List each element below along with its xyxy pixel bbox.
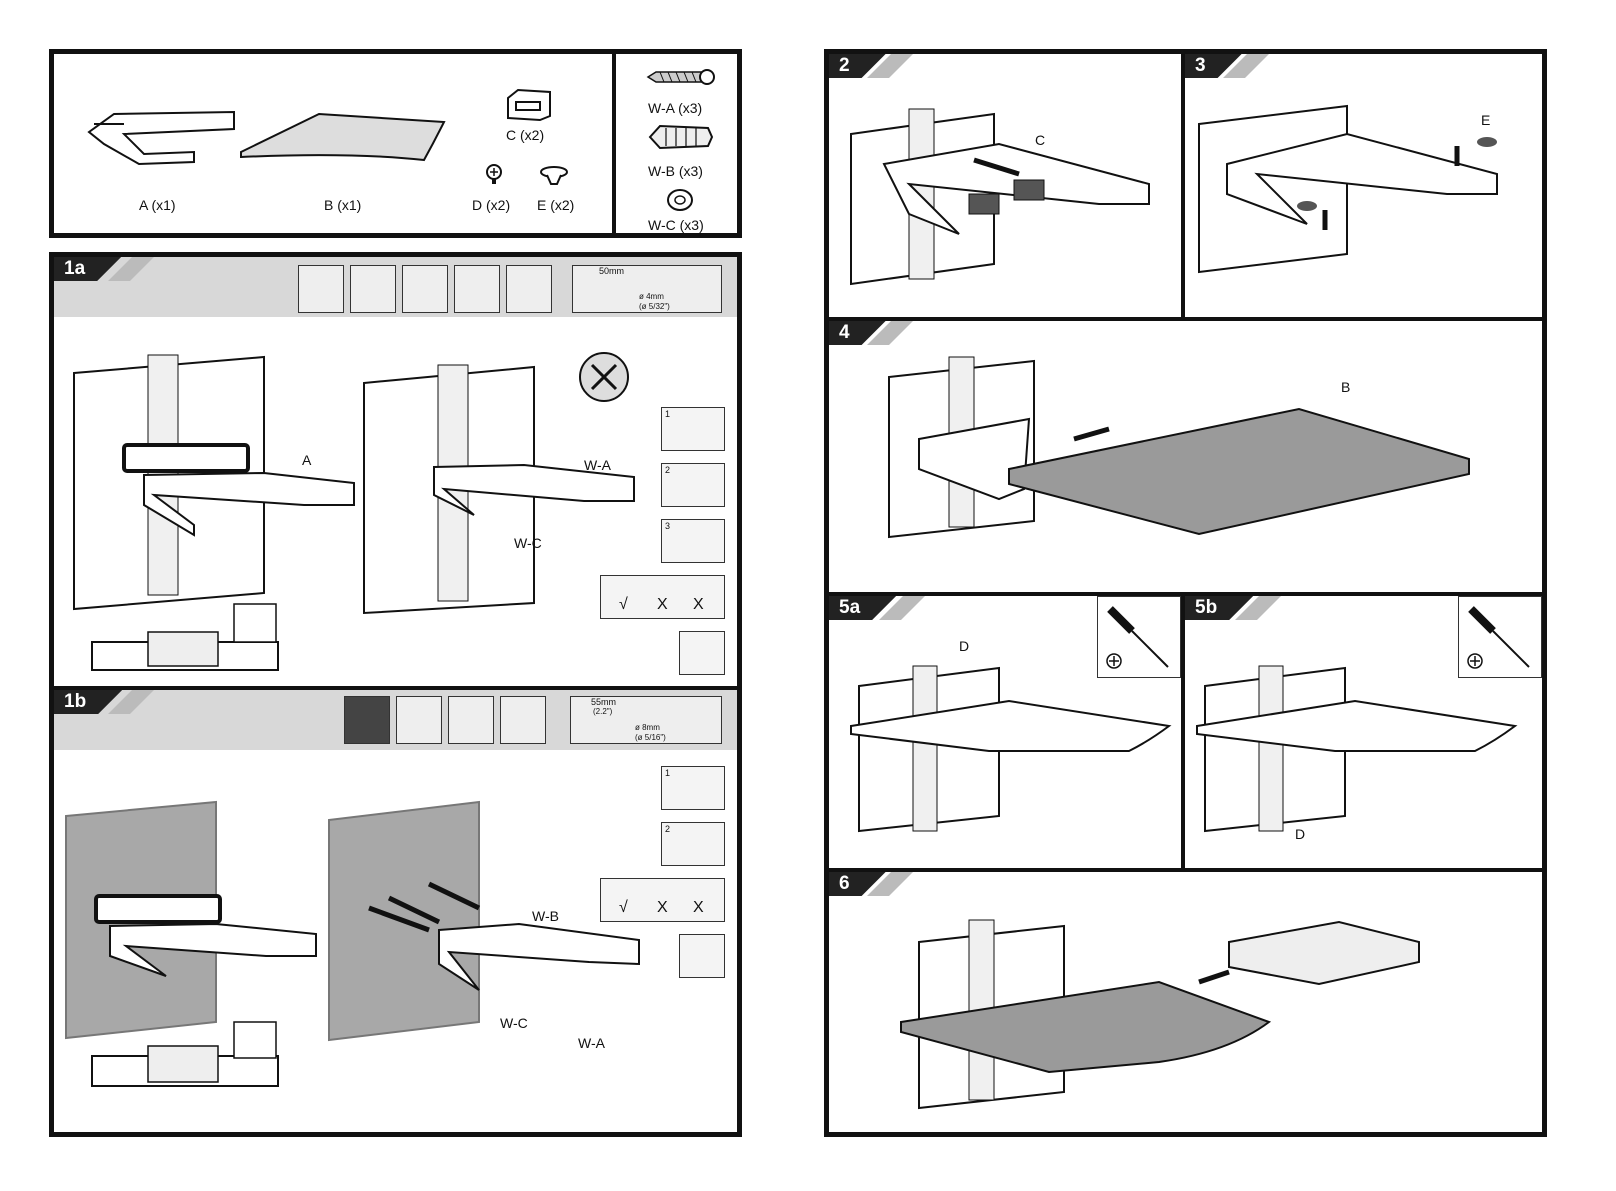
drill-depth-label: 50mm xyxy=(599,266,624,276)
level-bad-1: X xyxy=(657,899,668,917)
substep-num: 1 xyxy=(665,409,670,419)
drill-bit-diagram: 50mm ø 4mm (ø 5/32") xyxy=(572,265,722,313)
step-2-drawing xyxy=(849,94,1169,314)
label-wa: W-A xyxy=(584,457,611,473)
step-3-drawing xyxy=(1197,94,1527,314)
part-wa-label: W-A (x3) xyxy=(648,100,702,116)
pencil-tool xyxy=(448,696,494,744)
part-e-label: E (x2) xyxy=(537,197,574,213)
label-d: D xyxy=(959,638,969,654)
substep-1a-1: 1 xyxy=(661,407,725,451)
bracket-icon xyxy=(84,104,234,164)
clip-icon xyxy=(504,88,554,122)
drill-dia-label: ø 4mm xyxy=(639,292,664,301)
step-1b: 1b 55mm (2.2") ø 8mm (ø 5/16") W-B W-C W… xyxy=(54,690,737,1132)
right-steps-frame: 2 C 3 E 4 xyxy=(824,49,1547,1137)
step-5a: 5a D xyxy=(829,596,1181,868)
step-5a-drawing xyxy=(849,656,1179,856)
label-d: D xyxy=(1295,826,1305,842)
label-a: A xyxy=(302,452,311,468)
drill-tool xyxy=(506,265,552,313)
step-4-drawing xyxy=(879,349,1499,579)
level-bad-2: X xyxy=(693,596,704,614)
substep-num: 1 xyxy=(665,768,670,778)
anchor-icon xyxy=(646,124,716,150)
part-a-label: A (x1) xyxy=(139,197,176,213)
level-check-box: √ X X xyxy=(600,878,725,922)
shelf-icon xyxy=(239,112,449,162)
wall-stud-drawing xyxy=(74,355,364,615)
part-wc-label: W-C (x3) xyxy=(648,217,704,233)
label-b: B xyxy=(1341,379,1350,395)
drill-depth-in-label: (2.2") xyxy=(593,707,612,716)
step-3: 3 E xyxy=(1185,54,1542,317)
washer-icon xyxy=(666,188,694,212)
part-c-label: C (x2) xyxy=(506,127,544,143)
drill-depth-label: 55mm xyxy=(591,697,616,707)
stud-finder-tool xyxy=(298,265,344,313)
level-tool xyxy=(402,265,448,313)
label-e: E xyxy=(1481,112,1490,128)
label-wc: W-C xyxy=(514,535,542,551)
substep-1b-2: 2 xyxy=(661,822,725,866)
step-6: 6 xyxy=(829,872,1542,1132)
level-ok: √ xyxy=(619,596,628,614)
part-d-label: D (x2) xyxy=(472,197,510,213)
substep-1a-3: 3 xyxy=(661,519,725,563)
step-6-drawing xyxy=(899,912,1429,1122)
level-check-box: √ X X xyxy=(600,575,725,619)
label-wb: W-B xyxy=(532,908,559,924)
part-wb-label: W-B (x3) xyxy=(648,163,703,179)
stud-sensor-tool xyxy=(350,265,396,313)
concrete-wall-anchors-drawing xyxy=(329,800,669,1050)
substep-num: 3 xyxy=(665,521,670,531)
concrete-wall-drawing xyxy=(66,800,336,1050)
label-wa: W-A xyxy=(578,1035,605,1051)
step-1a: 1a 50mm ø 4mm (ø 5/32") A W-A W-C 1 xyxy=(54,257,737,686)
bracket-front-view xyxy=(88,1020,283,1095)
drill-check-box xyxy=(679,631,725,675)
part-b-label: B (x1) xyxy=(324,197,361,213)
level-tool xyxy=(396,696,442,744)
wood-screw-icon xyxy=(646,68,716,86)
parts-divider xyxy=(612,54,616,233)
step-5b-drawing xyxy=(1195,656,1525,856)
label-c: C xyxy=(1035,132,1045,148)
screw-icon xyxy=(484,164,504,184)
substep-1b-1: 1 xyxy=(661,766,725,810)
substep-1a-2: 2 xyxy=(661,463,725,507)
step-5b: 5b D xyxy=(1185,596,1542,868)
substep-num: 2 xyxy=(665,465,670,475)
drill-dia-label: ø 8mm xyxy=(635,723,660,732)
level-bad-1: X xyxy=(657,596,668,614)
label-wc: W-C xyxy=(500,1015,528,1031)
left-steps-frame: 1a 50mm ø 4mm (ø 5/32") A W-A W-C 1 xyxy=(49,252,742,1137)
parts-frame: A (x1) B (x1) C (x2) D (x2) E (x2) W-A (… xyxy=(49,49,742,238)
drill-tool xyxy=(500,696,546,744)
step-2: 2 C xyxy=(829,54,1181,317)
substep-num: 2 xyxy=(665,824,670,834)
drill-dia-in-label: (ø 5/32") xyxy=(639,302,670,311)
concrete-tool xyxy=(344,696,390,744)
level-bad-2: X xyxy=(693,899,704,917)
drill-dia-in-label: (ø 5/16") xyxy=(635,733,666,742)
drill-check-box xyxy=(679,934,725,978)
drill-bit-diagram: 55mm (2.2") ø 8mm (ø 5/16") xyxy=(570,696,722,744)
step-4: 4 B xyxy=(829,321,1542,592)
bracket-front-view xyxy=(88,602,283,677)
level-ok: √ xyxy=(619,899,628,917)
pencil-tool xyxy=(454,265,500,313)
cap-icon xyxy=(539,166,569,186)
